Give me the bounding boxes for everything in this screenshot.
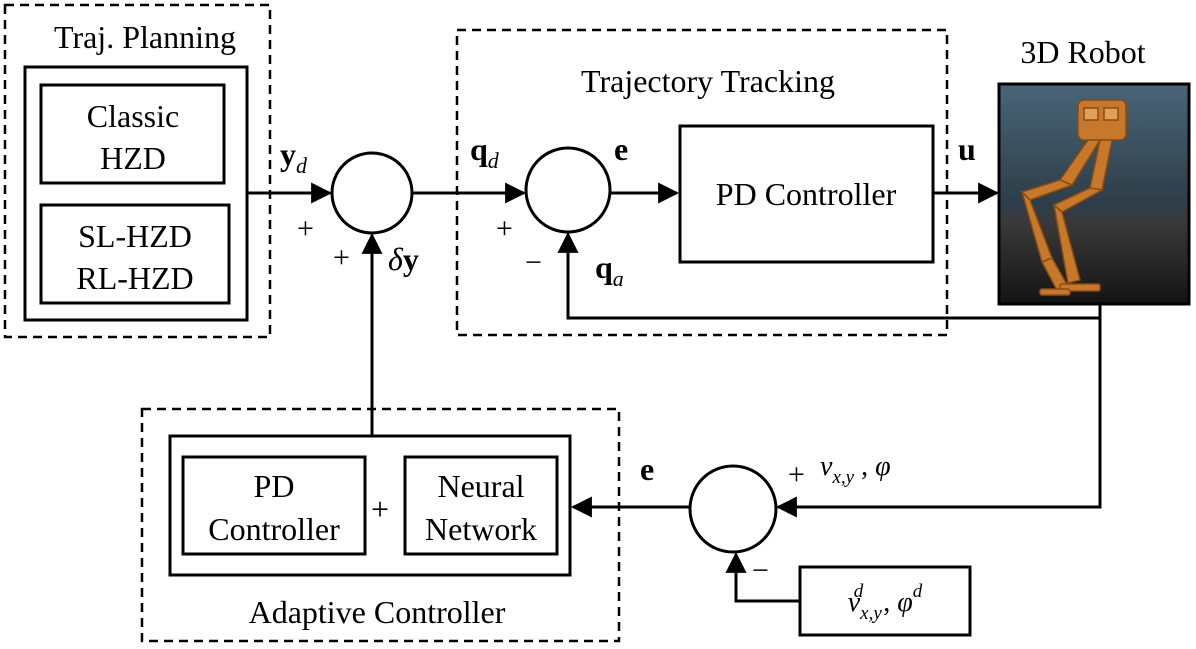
- adaptive-controller-title: Adaptive Controller: [249, 594, 506, 630]
- adaptive-controller-border: [140, 407, 621, 643]
- neural-network-box: [403, 455, 559, 556]
- trajectory-tracking-title: Trajectory Tracking: [581, 63, 835, 99]
- sign-dy-plus: +: [333, 241, 350, 274]
- learning-hzd-line2: RL-HZD: [76, 260, 193, 296]
- sign-vd-minus: −: [752, 554, 769, 587]
- pd-controller-label: PD Controller: [716, 176, 897, 212]
- trajectory-tracking-border: [455, 28, 949, 337]
- neural-network-line1: Neural: [437, 468, 524, 504]
- signal-qa: qa: [595, 249, 624, 291]
- desired-velocity-group: vx,yd, φd: [798, 565, 972, 637]
- learning-hzd-box: [39, 203, 231, 305]
- signal-e-bottom: e: [640, 451, 654, 487]
- neural-network-line2: Network: [425, 511, 537, 547]
- sum-junction-2: [524, 146, 612, 234]
- signal-v-phi: vx,y , φ: [820, 451, 891, 488]
- sign-v-plus: +: [788, 458, 805, 491]
- signal-e-top: e: [614, 131, 628, 167]
- connections: [247, 182, 1102, 603]
- sum-junction-3: [688, 464, 778, 554]
- classic-hzd-line1: Classic: [87, 98, 179, 134]
- adaptive-pd-line1: PD: [254, 468, 295, 504]
- adaptive-pd-box: [181, 455, 367, 556]
- learning-hzd-line1: SL-HZD: [78, 218, 192, 254]
- signal-delta-y: δy: [388, 241, 419, 277]
- traj-planning-title: Traj. Planning: [54, 19, 236, 55]
- signal-yd: yd: [280, 136, 308, 178]
- arrow-qa-feedback: [557, 231, 1102, 320]
- adaptive-plus-sign: +: [371, 491, 389, 527]
- classic-hzd-line2: HZD: [100, 140, 166, 176]
- signal-qd: qd: [470, 131, 500, 173]
- sum-junction-1: [330, 151, 414, 235]
- traj-planning-border: [3, 3, 272, 339]
- adaptive-pd-line2: Controller: [208, 511, 340, 547]
- signal-u: u: [958, 131, 976, 167]
- arrow-desired-velocity: [725, 551, 800, 603]
- sign-qa-minus: −: [525, 246, 542, 279]
- traj-planning-group: Traj. Planning Classic HZD SL-HZD RL-HZD: [3, 3, 272, 339]
- sign-qd-plus: +: [496, 212, 513, 245]
- sign-yd-plus: +: [297, 212, 314, 245]
- robot-figure-icon: [1020, 99, 1127, 296]
- desired-velocity-label: vx,yd, φd: [848, 581, 923, 624]
- trajectory-tracking-group: Trajectory Tracking PD Controller: [455, 28, 949, 337]
- arrow-v-feedback: [775, 318, 1102, 518]
- adaptive-controller-group: Adaptive Controller PD Controller + Neur…: [140, 407, 621, 643]
- adaptive-outer-box: [168, 434, 572, 577]
- robot-group: 3D Robot: [997, 34, 1191, 306]
- robot-title: 3D Robot: [1020, 34, 1145, 70]
- classic-hzd-box: [39, 83, 226, 185]
